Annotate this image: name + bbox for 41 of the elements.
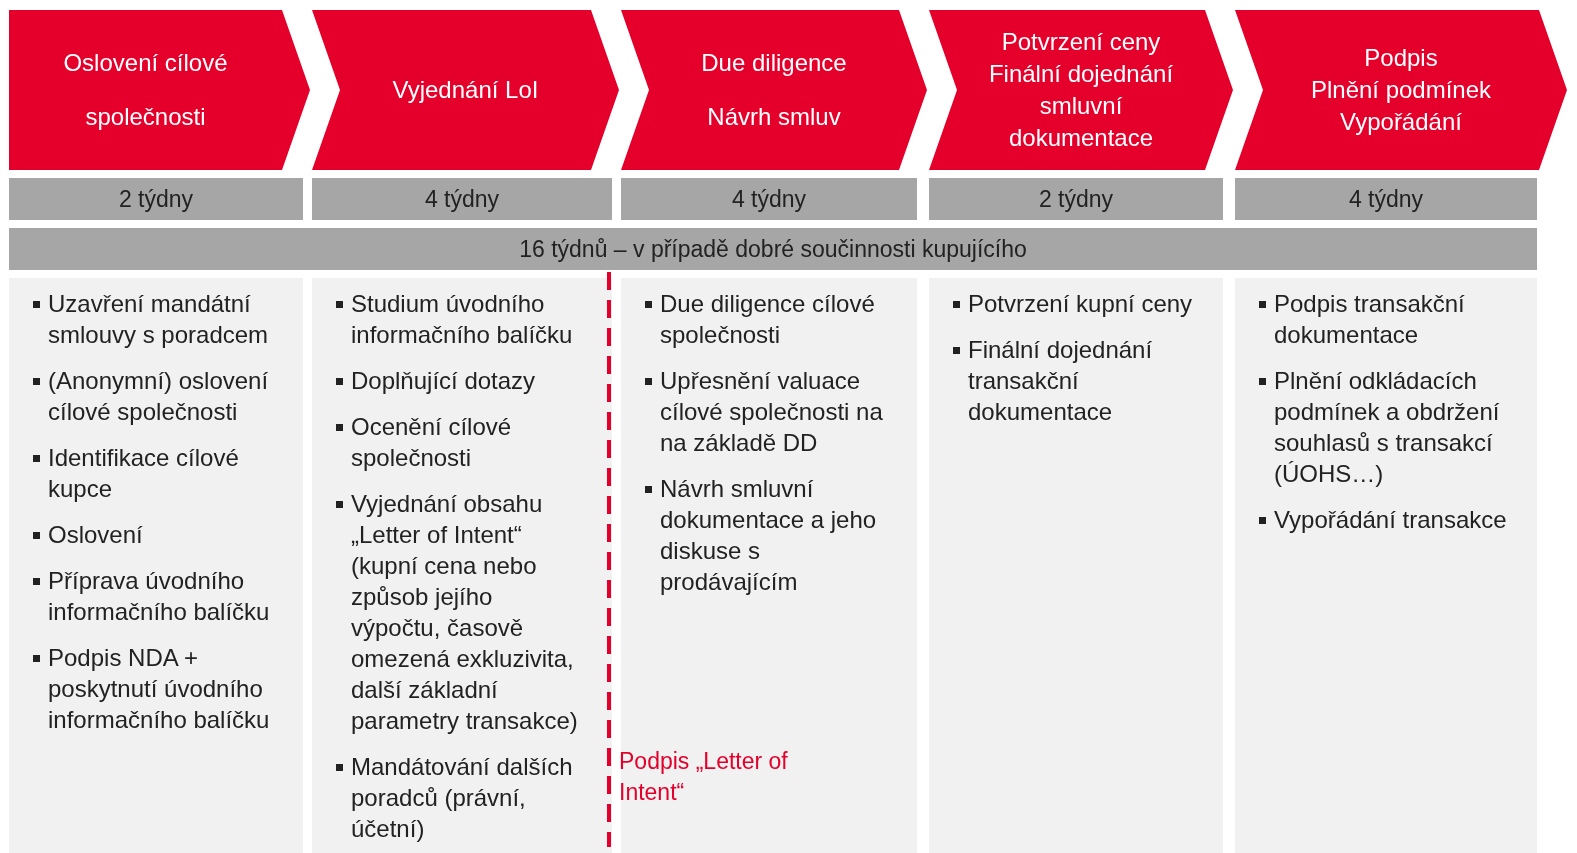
phase-title: Plnění podmínek: [1310, 75, 1492, 105]
duration-bar: 2 týdny: [9, 178, 303, 220]
duration-bar: 4 týdny: [312, 178, 612, 220]
phase-title: Finální dojednání smluvní dokumentace: [987, 59, 1175, 153]
duration-bar: 2 týdny: [929, 178, 1223, 220]
phase-title: Potvrzení ceny: [1001, 27, 1161, 57]
total-duration-bar: 16 týdnů – v případě dobré součinnosti kupujícího: [9, 228, 1537, 270]
phase-title: Oslovení cílové společnosti: [62, 48, 229, 132]
content-panel: [929, 278, 1223, 853]
phase-title: Due diligence: [701, 48, 847, 78]
bullet-text: Plnění odkládacích podmínek a obdržení souhlasů s transakcí (ÚOHS…): [1274, 367, 1500, 487]
phase-title: Vyjednání LoI: [392, 75, 539, 105]
bullet-text: Mandátování dalších poradců (právní, účetní): [351, 753, 573, 842]
bullet-text: Due diligence cílové společnosti: [660, 290, 875, 348]
phase-title: Vypořádání: [1340, 107, 1462, 137]
content-panel: [9, 278, 303, 853]
bullet-text: (Anonymní) oslovení cílové společnosti: [48, 367, 269, 425]
content-panel: [1235, 278, 1537, 853]
phase-title: Podpis: [1364, 43, 1438, 73]
bullet-text: Návrh smluvní dokumentace a jeho diskuse s prodávajícím: [660, 475, 877, 595]
bullet-text: Doplňující dotazy: [351, 367, 536, 394]
bullet-text: Příprava úvodního informačního balíčku: [48, 567, 270, 625]
phase-title: Návrh smluv: [707, 102, 841, 132]
bullet-text: Ocenění cílové společnosti: [351, 413, 512, 471]
bullet-text: Uzavření mandátní smlouvy s poradcem: [48, 290, 269, 348]
bullet-text: Vypořádání transakce: [1274, 506, 1507, 533]
bullet-text: Upřesnění valuace cílové společnosti na na základě DD: [660, 367, 883, 456]
content-panel: [312, 278, 612, 853]
bullet-text: Finální dojednání transakční dokumentace: [968, 336, 1153, 425]
content-panel: [621, 278, 917, 853]
bullet-text: Podpis NDA + poskytnutí úvodního informačního balíčku: [48, 644, 270, 733]
duration-bar: 4 týdny: [1235, 178, 1537, 220]
bullet-text: Oslovení: [48, 521, 143, 548]
bullet-text: Potvrzení kupní ceny: [968, 290, 1193, 317]
bullet-text: Vyjednání obsahu „Letter of Intent“ (kupní cena nebo způsob jejího výpočtu, časově omezená exkluzivita, další základní parametry transakce): [351, 490, 578, 734]
bullet-text: Identifikace cílové kupce: [48, 444, 239, 502]
milestone-label: Podpis „Letter of Intent“: [619, 747, 789, 807]
bullet-text: Studium úvodního informačního balíčku: [351, 290, 573, 348]
bullet-text: Podpis transakční dokumentace: [1274, 290, 1465, 348]
duration-bar: 4 týdny: [621, 178, 917, 220]
phase-step-band: [9, 10, 310, 170]
